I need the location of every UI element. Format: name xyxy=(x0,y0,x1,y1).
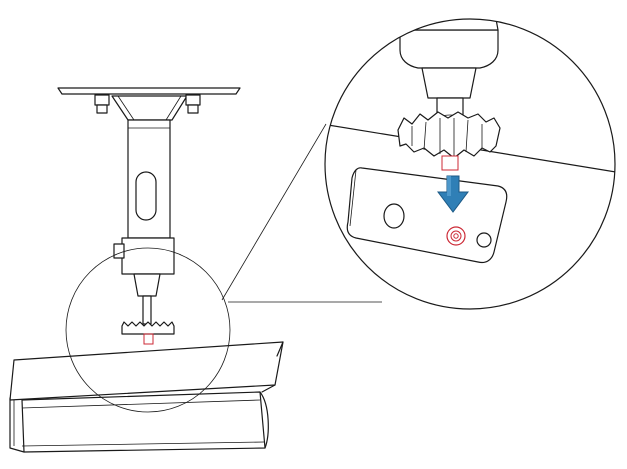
zoom-guide-line-top xyxy=(221,123,327,301)
down-arrow-icon xyxy=(437,175,469,213)
mount-screw xyxy=(142,295,152,325)
cable-slot xyxy=(135,171,157,221)
ball-joint xyxy=(121,237,175,275)
plate-screw-right xyxy=(185,94,201,114)
lock-nut-zoomed xyxy=(397,111,501,159)
magnifier-source-circle xyxy=(65,247,231,413)
housing-hole-left xyxy=(383,203,405,229)
lock-nut xyxy=(121,321,175,335)
mount-hole-target xyxy=(446,226,466,246)
housing-hole-right xyxy=(476,232,492,248)
zoom-circle-outline xyxy=(324,18,616,310)
wall-plate xyxy=(57,87,241,95)
screw-tip-marker xyxy=(441,155,459,171)
housing-recess xyxy=(346,167,508,264)
bracket-arm xyxy=(127,119,171,239)
mounting-bracket xyxy=(57,87,241,345)
zoom-detail xyxy=(324,18,616,310)
camera-housing xyxy=(9,341,284,453)
mount-hole-marker xyxy=(143,333,154,345)
plate-screw-left xyxy=(94,94,110,114)
